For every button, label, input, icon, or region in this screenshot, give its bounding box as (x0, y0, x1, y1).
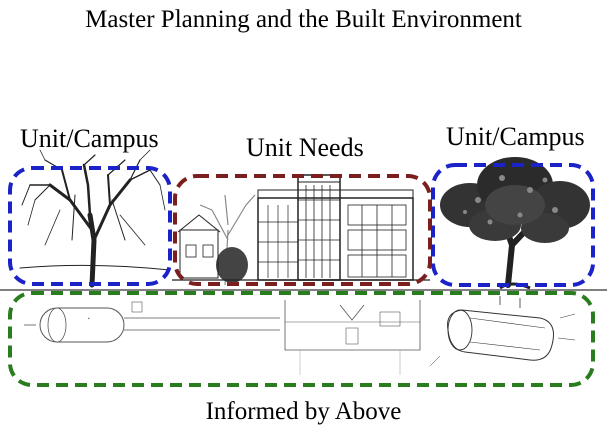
label-unit-needs: Unit Needs (246, 133, 364, 162)
informed-by-above-box (8, 291, 595, 387)
label-unit-campus-right: Unit/Campus (446, 122, 585, 151)
leafy-tree-illustration (440, 157, 590, 290)
bare-tree-illustration (19, 149, 171, 288)
building-illustration (172, 174, 430, 286)
svg-text:▪: ▪ (88, 316, 90, 322)
diagram-title: Master Planning and the Built Environmen… (85, 6, 522, 33)
unit-campus-left-box (8, 166, 172, 286)
underground-drawings: ▪ (24, 296, 576, 375)
unit-needs-box (173, 174, 432, 286)
label-informed-by-above: Informed by Above (205, 398, 402, 425)
unit-campus-right-box (431, 163, 595, 287)
label-unit-campus-left: Unit/Campus (20, 124, 159, 153)
